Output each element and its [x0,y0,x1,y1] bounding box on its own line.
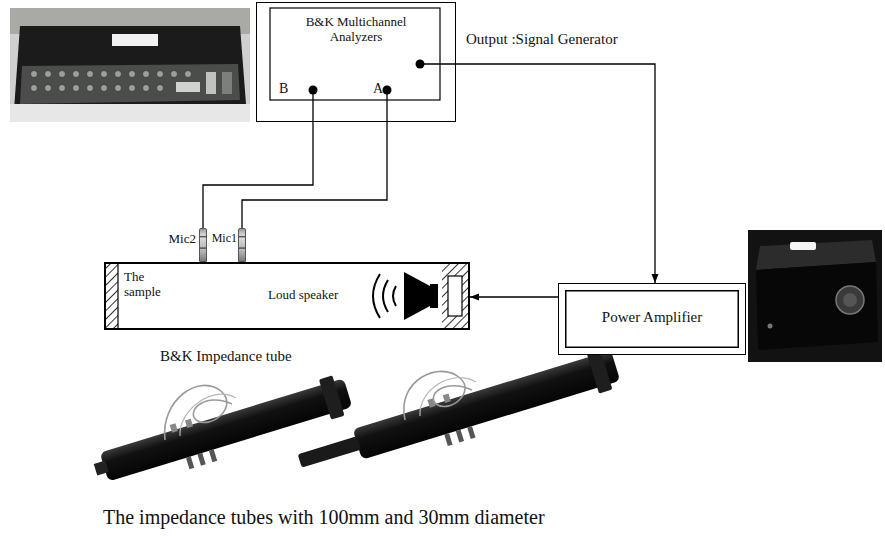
amplifier-photo [748,230,882,362]
analyzer-inner-frame [270,8,440,100]
signal-wire [470,296,558,297]
impedance-tube: The sampleLoud speakerB&K Impedance tube [104,262,470,330]
microphone: Mic1 [238,228,246,262]
analyzer-box: B&K Multichannel AnalyzersB A [256,2,456,122]
power-amplifier-box: Power Amplifier [558,283,746,355]
microphone: Mic2 [199,228,207,262]
analyzer-photo [10,8,250,122]
tube-internals [106,264,468,328]
tube-title: B&K Impedance tube [160,348,292,365]
channel-letter: B [279,81,288,97]
analyzer-title: B&K Multichannel Analyzers [271,15,441,45]
impedance-tubes-photo [89,344,623,495]
figure-caption: The impedance tubes with 100mm and 30mm … [103,505,545,529]
title-line: B&K Multichannel Analyzers [296,15,416,45]
signal-wire [203,90,313,228]
mic-label: Mic1 [212,232,237,246]
speaker-label: Loud speaker [268,288,338,303]
signal-label: Output :Signal Generator [466,30,618,48]
mic-label: Mic2 [169,232,196,247]
channel-letter: A [373,81,383,97]
amplifier-label: Power Amplifier [559,309,745,326]
signal-wire [242,90,387,228]
sample-label: The sample [124,270,176,300]
